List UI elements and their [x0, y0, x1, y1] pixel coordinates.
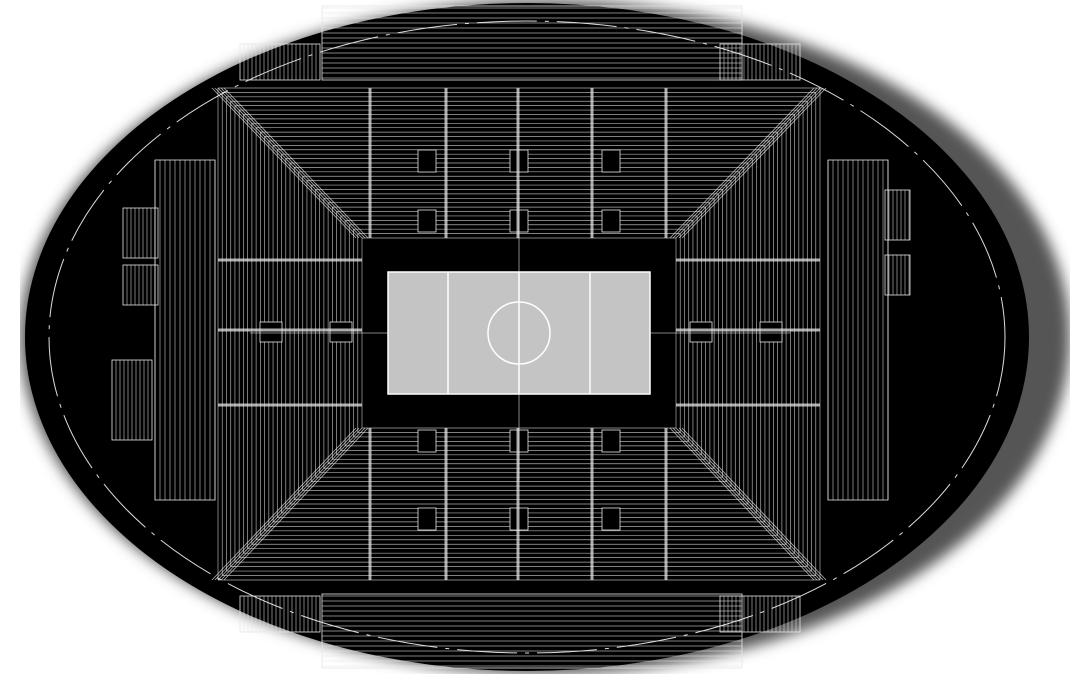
vomitory [417, 209, 437, 233]
corner-stair [214, 87, 360, 239]
vomitory [601, 507, 621, 531]
corner-stair [675, 427, 821, 581]
corner-stair [672, 87, 818, 239]
corner-stair [211, 427, 357, 581]
corner-stair [669, 427, 815, 581]
vomitory [601, 209, 621, 233]
upper-tier-bottom [321, 593, 743, 669]
corner-stair [223, 427, 369, 581]
corner-stair [675, 87, 821, 239]
vomitory [601, 429, 621, 453]
corner-stair [678, 87, 824, 239]
corner-stair [217, 87, 363, 239]
corner-stair [669, 87, 815, 239]
upper-tier-top [321, 5, 743, 81]
center-circle [487, 301, 551, 365]
corner-stair [681, 87, 827, 239]
vomitory [601, 149, 621, 173]
corner-stair [678, 427, 824, 581]
corner-stair [211, 87, 357, 239]
corner-stair [681, 427, 827, 581]
outer-ring [48, 20, 1006, 654]
court [387, 271, 651, 395]
corner-stair [220, 427, 366, 581]
seating-sections [111, 5, 911, 669]
vomitory [417, 429, 437, 453]
side-tier-left [154, 159, 216, 501]
vomitory [759, 321, 783, 343]
stair-block [884, 189, 911, 241]
corner-stair [220, 87, 366, 239]
side-tier-right [827, 159, 889, 501]
corner-stair [223, 87, 369, 239]
vomitory [689, 321, 713, 343]
stair-block [122, 207, 159, 259]
corner-stair [214, 427, 360, 581]
corner-stair [217, 427, 363, 581]
vomitory [417, 149, 437, 173]
stair-block [122, 264, 159, 306]
vomitory [259, 321, 283, 343]
stair-block [884, 254, 911, 296]
vomitory [417, 507, 437, 531]
vomitory [329, 321, 353, 343]
corner-stair [672, 427, 818, 581]
